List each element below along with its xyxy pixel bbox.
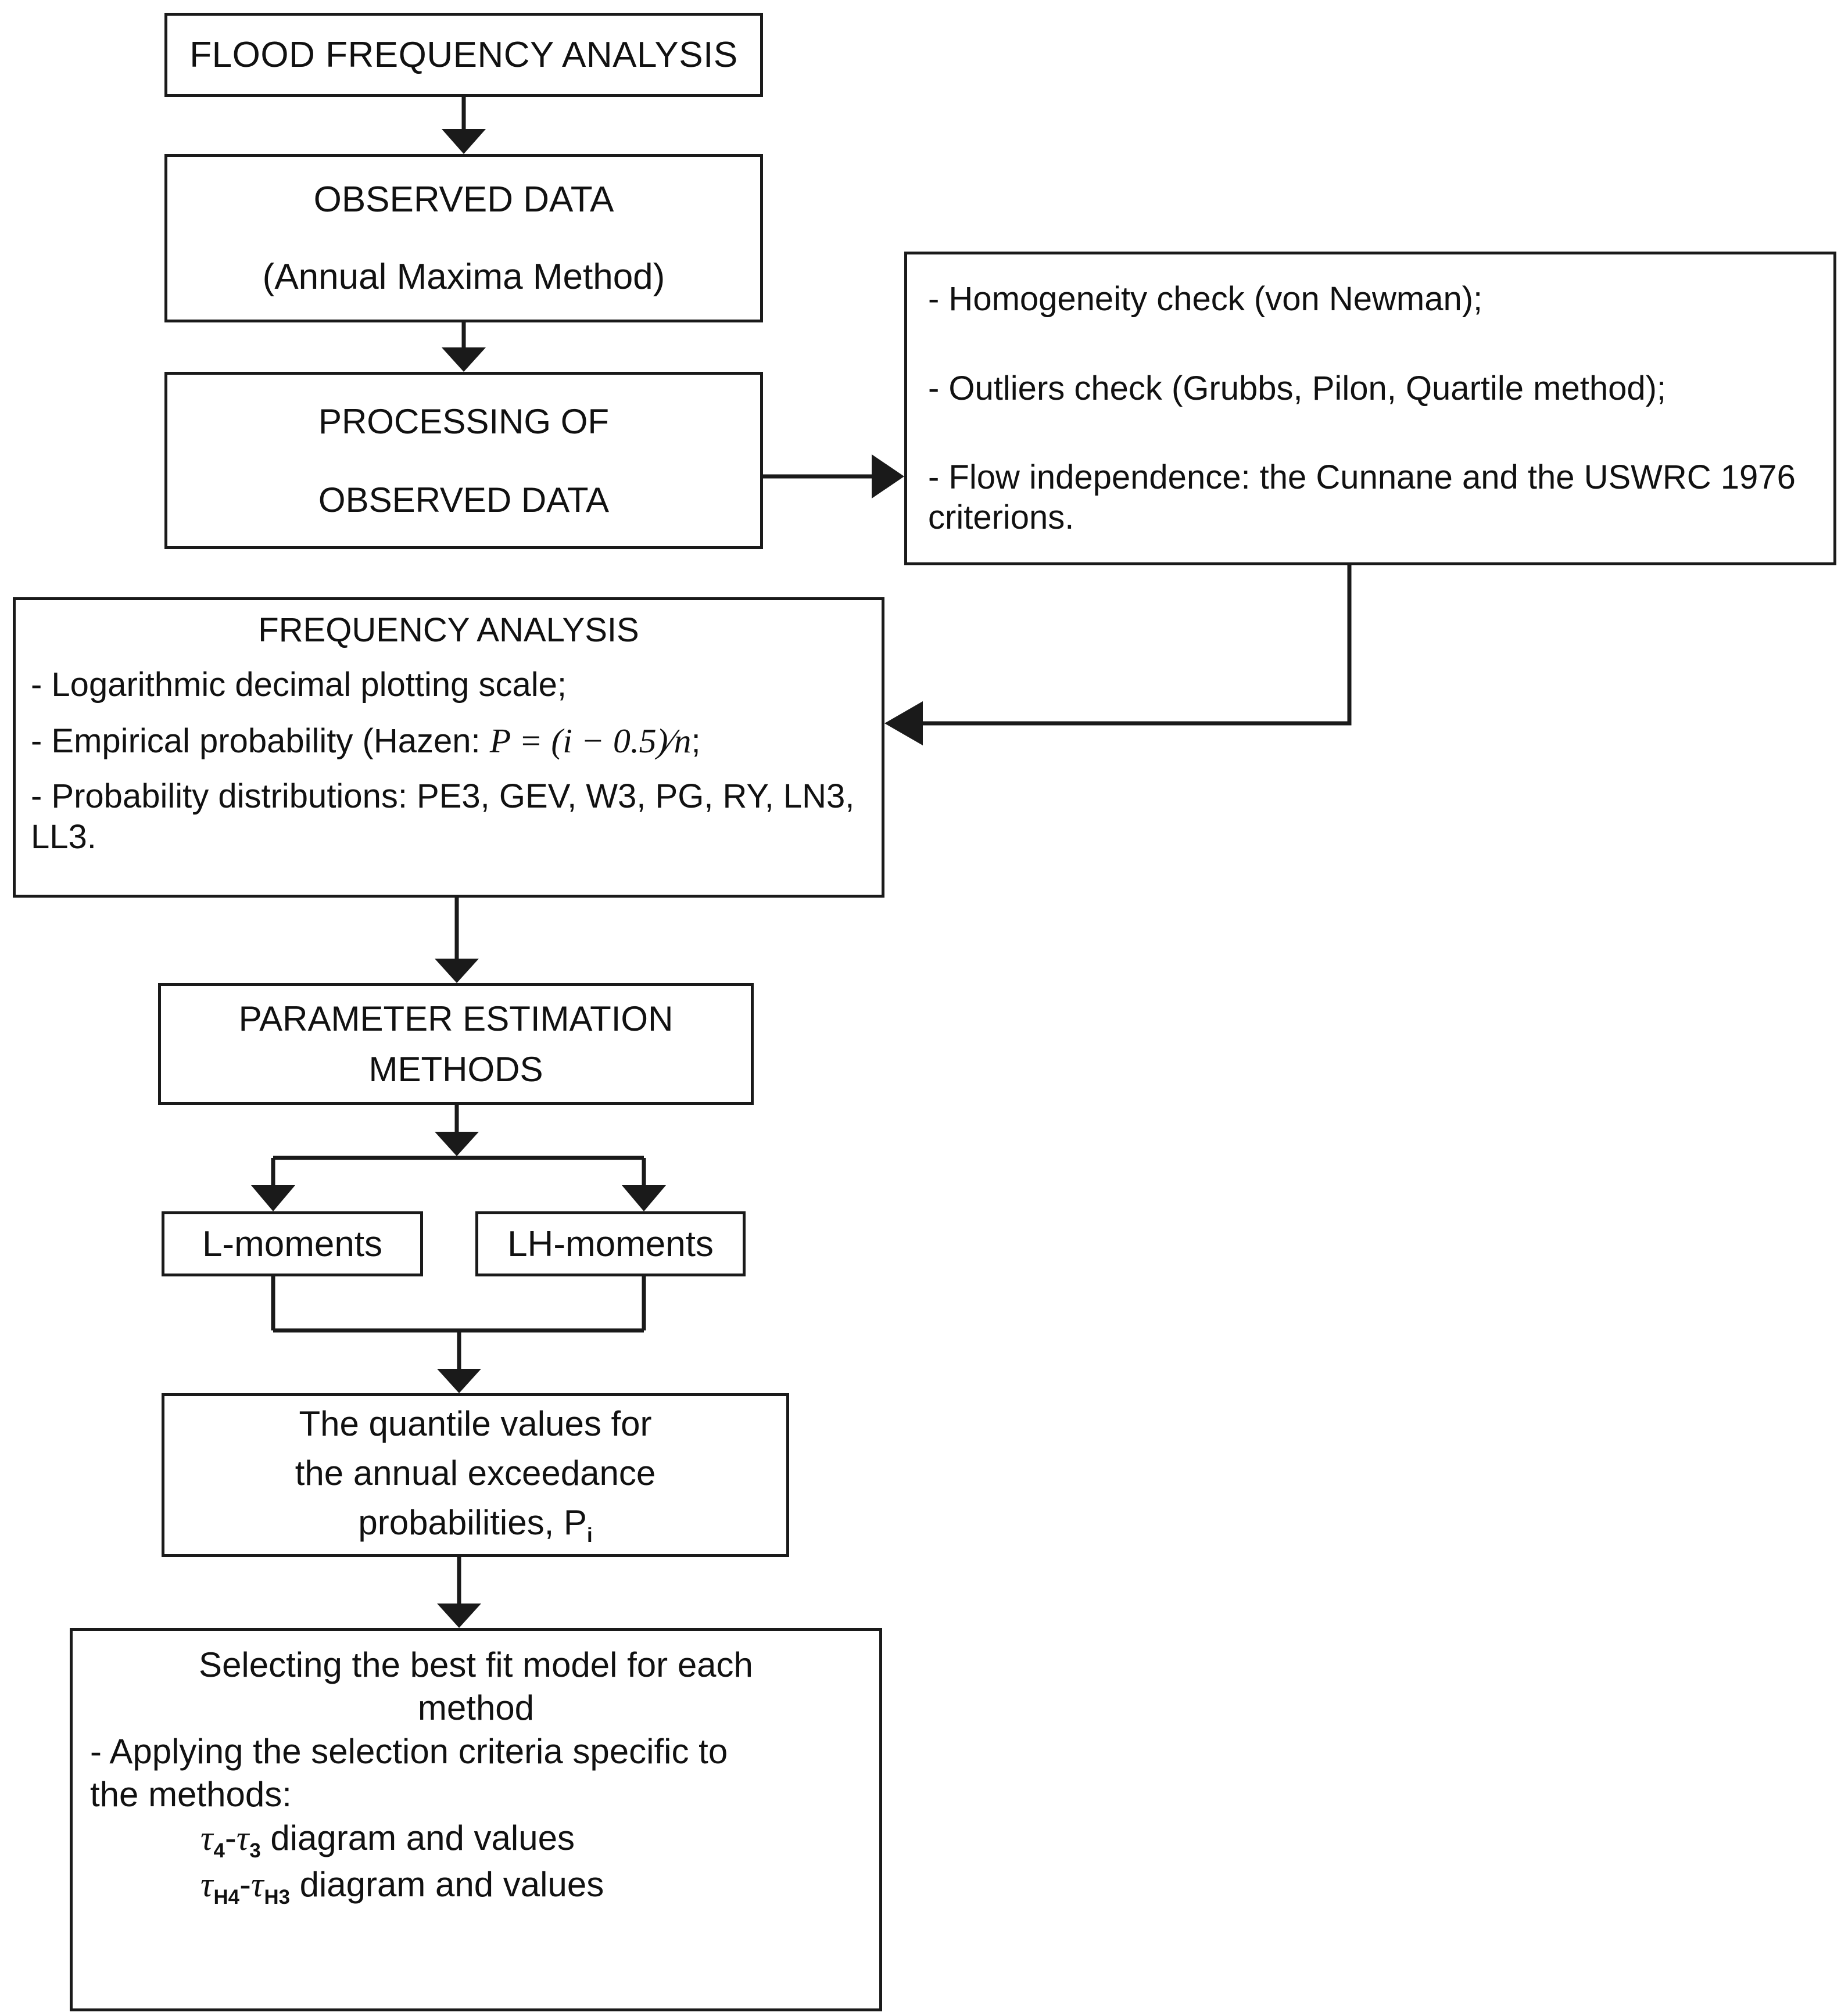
frequency-analysis-bullet-empirical-probability: - Empirical probability (Hazen: P = (i −… — [31, 720, 866, 762]
tau-H4-symbol: τ — [200, 1865, 214, 1904]
tau-H4-subscript: H4 — [213, 1885, 239, 1909]
best-fit-criterion-tau4-tau3: τ4-τ3 diagram and values — [90, 1817, 862, 1863]
best-fit-line3: - Applying the selection criteria specif… — [90, 1731, 728, 1771]
tau-3-subscript: 3 — [249, 1839, 261, 1862]
tau-4-symbol: τ — [200, 1818, 214, 1857]
node-lh-moments: LH-moments — [475, 1211, 746, 1276]
tau-H3-subscript: H3 — [264, 1885, 290, 1909]
node-l-moments-label: L-moments — [202, 1224, 383, 1264]
edge-frequency-to-parameter — [435, 898, 479, 983]
tau-4-subscript: 4 — [213, 1839, 225, 1862]
tau-criterion1-dash: - — [224, 1818, 237, 1857]
tau-criterion1-text: diagram and values — [260, 1818, 575, 1857]
quantile-values-subscript-i: i — [586, 1523, 593, 1547]
data-check-item-homogeneity: - Homogeneity check (von Newman); — [928, 279, 1483, 318]
best-fit-line1: Selecting the best fit model for each — [199, 1645, 753, 1684]
node-processing-observed-data-line2: OBSERVED DATA — [318, 480, 610, 519]
edge-flood-to-observed — [442, 97, 486, 154]
tau-3-symbol: τ — [236, 1818, 250, 1857]
node-frequency-analysis: FREQUENCY ANALYSIS - Logarithmic decimal… — [13, 597, 884, 898]
tau-criterion2-dash: - — [239, 1864, 251, 1904]
formula-i: i — [563, 721, 572, 760]
data-check-item-flow-independence: - Flow independence: the Cunnane and the… — [928, 458, 1805, 536]
quantile-values-line1: The quantile values for — [299, 1404, 652, 1443]
frequency-analysis-title: FREQUENCY ANALYSIS — [258, 611, 639, 649]
quantile-values-line3: probabilities, Pi — [164, 1502, 786, 1547]
node-l-moments: L-moments — [162, 1211, 423, 1276]
edge-quantile-to-bestfit — [437, 1557, 481, 1628]
parameter-estimation-line2: METHODS — [368, 1050, 543, 1089]
edge-checks-to-frequency — [884, 565, 1352, 745]
quantile-values-line3-text: probabilities, P — [358, 1502, 587, 1542]
node-quantile-values: The quantile values for the annual excee… — [162, 1393, 789, 1557]
frequency-analysis-bullet-distributions: - Probability distributions: PE3, GEV, W… — [31, 777, 864, 856]
frequency-analysis-bullet-plotting-scale: - Logarithmic decimal plotting scale; — [31, 666, 567, 704]
node-observed-data-line1: OBSERVED DATA — [313, 180, 614, 220]
node-flood-frequency-analysis: FLOOD FREQUENCY ANALYSIS — [164, 13, 763, 97]
parameter-estimation-line1: PARAMETER ESTIMATION — [238, 999, 674, 1038]
empirical-probability-prefix: - Empirical probability (Hazen: — [31, 722, 490, 760]
tau-criterion2-text: diagram and values — [289, 1864, 604, 1904]
formula-minus-half-close: − 0.5) — [572, 721, 668, 760]
quantile-values-line2: the annual exceedance — [295, 1453, 656, 1493]
node-processing-observed-data: PROCESSING OF OBSERVED DATA — [164, 372, 763, 549]
formula-n: n — [674, 721, 692, 760]
edge-processing-to-checks — [763, 454, 904, 498]
node-observed-data-line2: (Annual Maxima Method) — [262, 257, 665, 297]
node-parameter-estimation-methods: PARAMETER ESTIMATION METHODS — [158, 983, 754, 1105]
node-flood-frequency-analysis-label: FLOOD FREQUENCY ANALYSIS — [189, 35, 738, 75]
best-fit-line4: the methods: — [90, 1775, 292, 1814]
node-processing-observed-data-line1: PROCESSING OF — [318, 401, 610, 441]
formula-P: P — [489, 721, 511, 760]
best-fit-line2: method — [417, 1688, 535, 1728]
node-best-fit-model: Selecting the best fit model for each me… — [70, 1628, 882, 2011]
node-lh-moments-label: LH-moments — [507, 1224, 714, 1264]
empirical-probability-suffix: ; — [691, 722, 701, 760]
node-data-checks: - Homogeneity check (von Newman); - Outl… — [904, 252, 1836, 565]
tau-H3-symbol: τ — [250, 1865, 264, 1904]
edge-parameter-split — [251, 1105, 666, 1211]
edge-moments-merge — [271, 1276, 646, 1393]
edge-observed-to-processing — [442, 322, 486, 372]
data-check-item-outliers: - Outliers check (Grubbs, Pilon, Quartil… — [928, 369, 1667, 407]
formula-divide-slash: ⁄ — [668, 721, 674, 760]
best-fit-criterion-tauH4-tauH3: τH4-τH3 diagram and values — [90, 1863, 862, 1910]
formula-equals-open: = ( — [510, 721, 563, 760]
node-observed-data: OBSERVED DATA (Annual Maxima Method) — [164, 154, 763, 322]
